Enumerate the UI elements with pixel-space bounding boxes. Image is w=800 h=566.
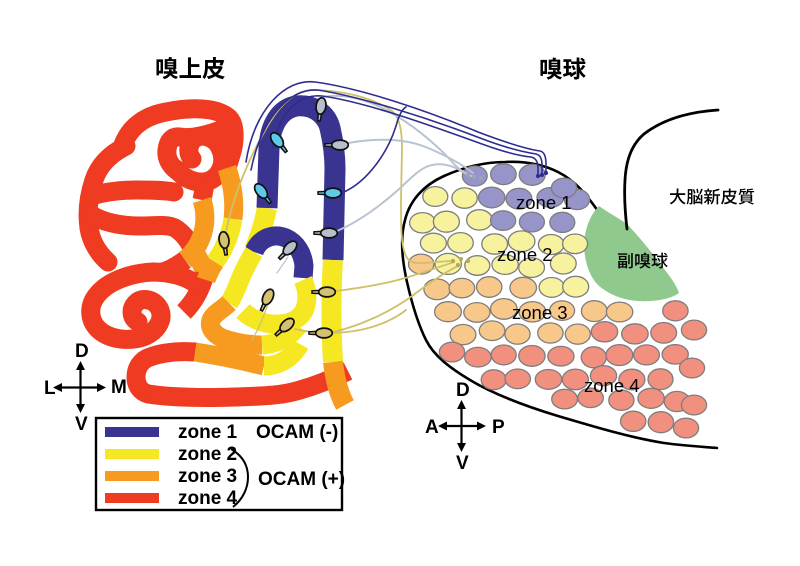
svg-text:D: D [456, 380, 470, 401]
svg-text:zone 3: zone 3 [178, 466, 237, 487]
svg-text:M: M [111, 377, 127, 398]
svg-text:V: V [75, 414, 88, 435]
svg-text:D: D [75, 341, 89, 362]
svg-text:zone 4: zone 4 [584, 375, 640, 396]
svg-text:zone 2: zone 2 [178, 444, 237, 465]
svg-text:OCAM (+): OCAM (+) [258, 469, 345, 490]
svg-text:OCAM (-): OCAM (-) [256, 422, 338, 443]
svg-text:zone 3: zone 3 [512, 302, 568, 323]
svg-text:zone 1: zone 1 [516, 192, 572, 213]
svg-text:zone 1: zone 1 [178, 422, 238, 443]
svg-text:L: L [44, 378, 56, 399]
svg-text:V: V [456, 453, 469, 474]
svg-text:A: A [425, 417, 439, 438]
svg-text:zone 4: zone 4 [178, 488, 238, 509]
svg-text:zone 2: zone 2 [497, 244, 553, 265]
svg-text:P: P [492, 417, 505, 438]
